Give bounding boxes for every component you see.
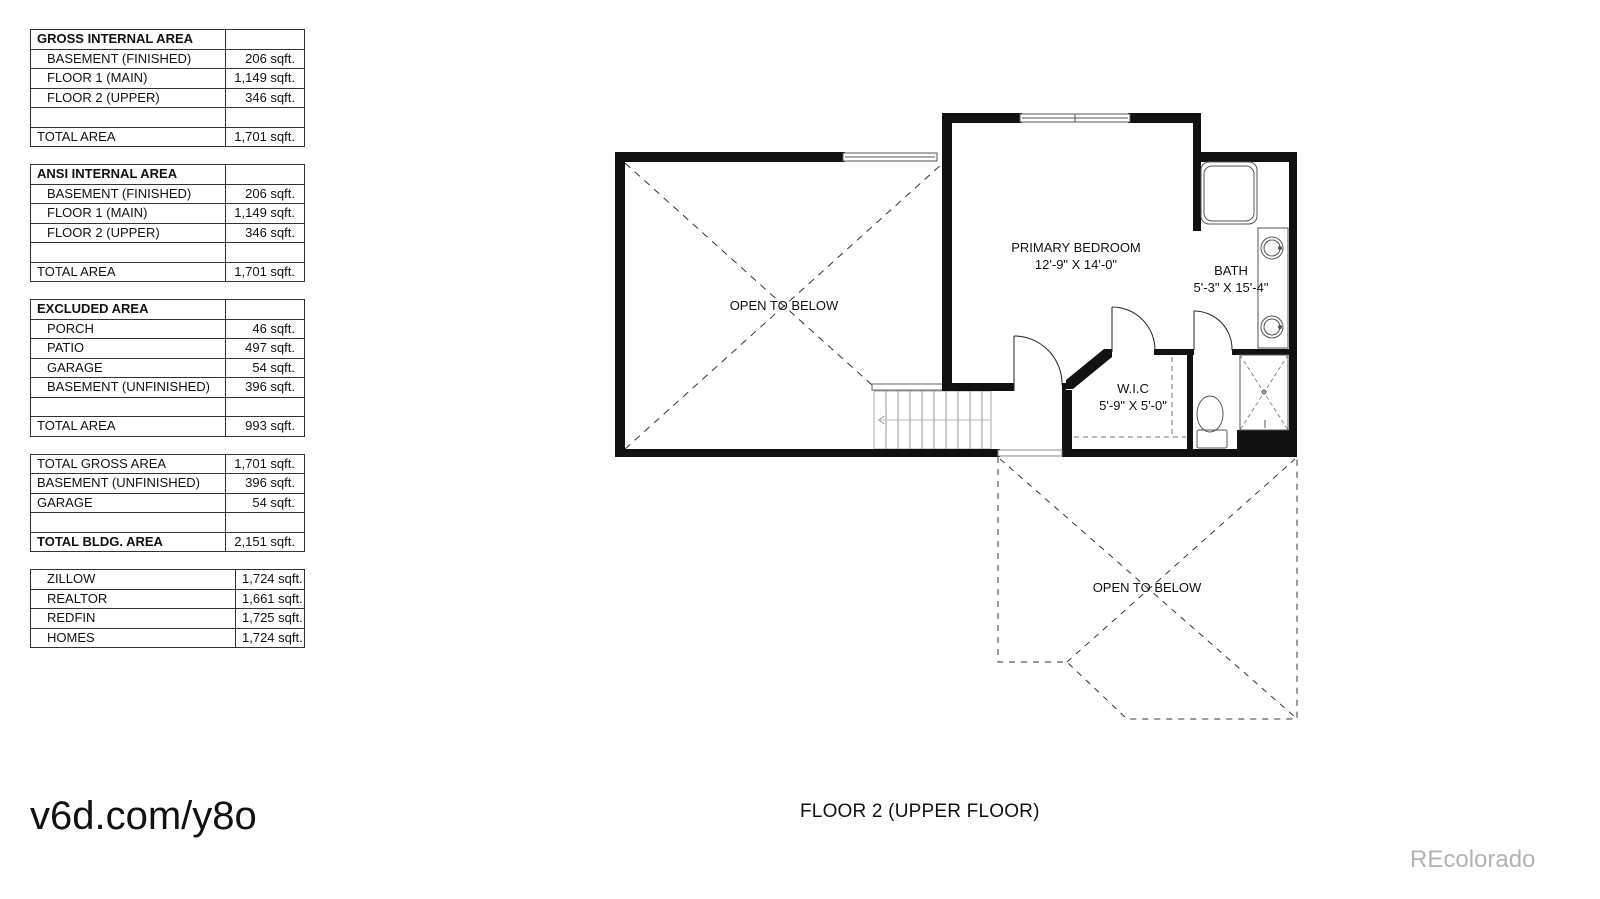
table-row: FLOOR 1 (MAIN)1,149 sqft. (30, 68, 305, 89)
row-value: 346 sqft. (225, 87, 305, 108)
primary-bedroom-dimensions: 12'-9" X 14'-0" (1035, 257, 1118, 272)
row-label: TOTAL AREA (30, 261, 226, 282)
table-row: FLOOR 2 (UPPER)346 sqft. (30, 222, 305, 243)
bath-dimensions: 5'-3" X 15'-4" (1194, 280, 1269, 295)
row-label: ANSI INTERNAL AREA (30, 164, 226, 185)
open-void-bottom (997, 457, 1298, 720)
bath-fixtures (1196, 161, 1289, 449)
row-label: TOTAL BLDG. AREA (30, 531, 226, 552)
table-row (30, 512, 305, 533)
row-value: 1,149 sqft. (225, 68, 305, 89)
bath-label: BATH (1214, 263, 1248, 278)
row-value: 1,701 sqft. (225, 261, 305, 282)
closet-shelves (1074, 357, 1186, 438)
table-row: GROSS INTERNAL AREA (30, 29, 305, 50)
open-to-below-left-label: OPEN TO BELOW (730, 298, 839, 313)
row-value: 497 sqft. (225, 338, 305, 359)
brand-watermark: REcolorado (1410, 846, 1536, 873)
row-label: PORCH (30, 318, 226, 339)
row-value: 1,724 sqft. (235, 627, 305, 648)
doors (997, 306, 1233, 457)
row-value: 396 sqft. (225, 473, 305, 494)
row-value: 1,725 sqft. (235, 608, 305, 629)
row-value: 1,701 sqft. (225, 453, 305, 474)
floor-caption: FLOOR 2 (UPPER FLOOR) (800, 801, 1040, 822)
windows (842, 113, 1131, 162)
row-value: 1,701 sqft. (225, 126, 305, 147)
row-value: 1,149 sqft. (225, 203, 305, 224)
table-row: FLOOR 2 (UPPER)346 sqft. (30, 87, 305, 108)
short-link[interactable]: v6d.com/y8o (30, 794, 257, 838)
table-row: BASEMENT (UNFINISHED)396 sqft. (30, 473, 305, 494)
row-value: 2,151 sqft. (225, 531, 305, 552)
row-value: 993 sqft. (225, 416, 305, 437)
row-label: FLOOR 2 (UPPER) (30, 87, 226, 108)
open-void-left-diagonals (624, 162, 944, 450)
walls (615, 113, 1297, 457)
open-to-below-bottom-label: OPEN TO BELOW (1093, 580, 1202, 595)
wic-dimensions: 5'-9" X 5'-0" (1099, 398, 1167, 413)
stairs (871, 383, 992, 450)
wic-label: W.I.C (1117, 381, 1149, 396)
primary-bedroom-label: PRIMARY BEDROOM (1011, 240, 1141, 255)
row-label: FLOOR 1 (MAIN) (30, 203, 226, 224)
row-label: BASEMENT (UNFINISHED) (30, 473, 226, 494)
row-label: TOTAL AREA (30, 126, 226, 147)
row-label: TOTAL AREA (30, 416, 226, 437)
table-row: ANSI INTERNAL AREA (30, 164, 305, 185)
table-row: BASEMENT (FINISHED)206 sqft. (30, 48, 305, 69)
table-row: FLOOR 1 (MAIN)1,149 sqft. (30, 203, 305, 224)
